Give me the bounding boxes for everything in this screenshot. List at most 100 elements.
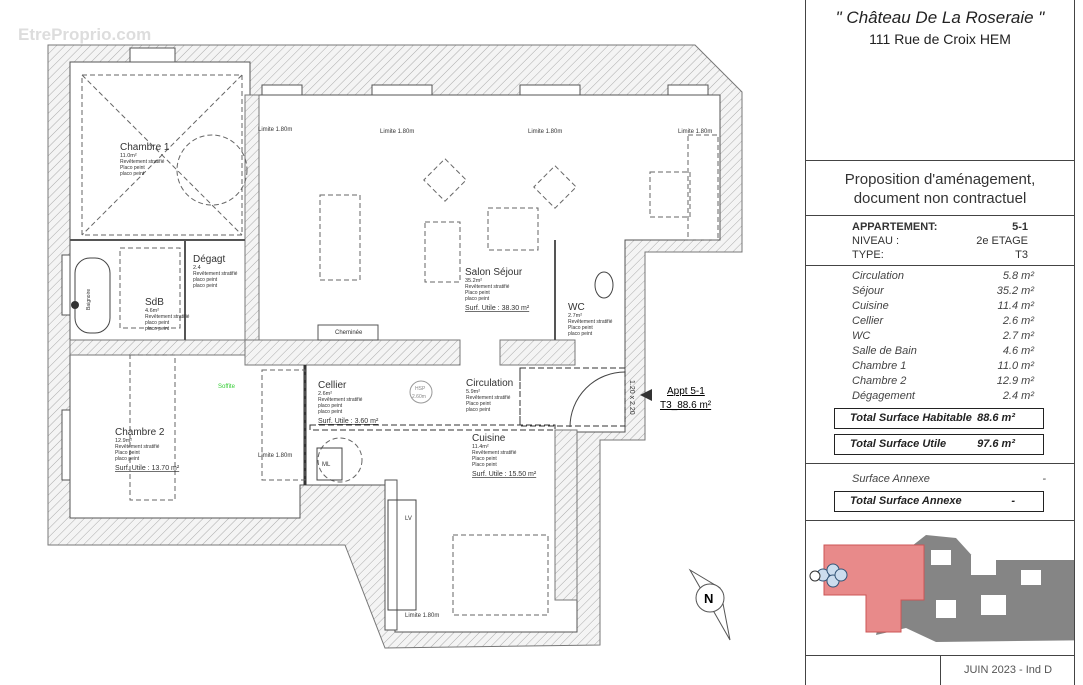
room-utile: Surf. Utile : 38.30 m²	[465, 305, 530, 312]
hsp-label: HSP	[415, 386, 426, 392]
room-utile: Surf. Utile : 13.70 m²	[115, 465, 180, 472]
limit-label: Limite 1.80m	[380, 129, 414, 135]
room-ceiling: placo peint	[115, 456, 140, 462]
building-title: " Château De La Roseraie "	[835, 8, 1045, 27]
room-floor: Revêtement stratifié	[193, 271, 238, 277]
room-ceiling: placo peint	[120, 171, 145, 177]
room-area: 4.6m²	[145, 308, 159, 314]
room-area: 11.4 m²	[997, 300, 1034, 312]
north-label: N	[704, 591, 713, 606]
room-row: WC 2.7 m²	[852, 330, 1034, 342]
revision-date: JUIN 2023 - Ind D	[940, 655, 1075, 685]
room-ceiling: placo peint	[465, 296, 490, 302]
room-name: Cuisine	[852, 300, 889, 312]
soffite-label: Soffite	[218, 384, 236, 390]
room-floor: Revêtement stratifié	[465, 284, 510, 290]
room-floor: Revêtement stratifié	[472, 450, 517, 456]
wall	[499, 339, 576, 366]
room-area: 5.9m²	[466, 389, 480, 395]
type-value: T3	[1015, 249, 1028, 261]
room-ceiling: placo peint	[466, 407, 491, 413]
room-floor: Revêtement stratifié	[120, 159, 165, 165]
room-row: Cuisine 11.4 m²	[852, 300, 1034, 312]
room-row: Séjour 35.2 m²	[852, 285, 1034, 297]
entry-arrow-icon	[640, 389, 652, 401]
limit-label: Limite 1.80m	[678, 129, 712, 135]
limit-label: Limite 1.80m	[258, 127, 292, 133]
room-name: Chambre 2	[852, 375, 907, 387]
room-wall: Placo peint	[115, 450, 140, 456]
room-name: Cuisine	[472, 433, 506, 444]
hsp-value: 2.60m	[412, 394, 426, 400]
room-floor: Revêtement stratifié	[568, 319, 613, 325]
entry-label: Appt 5-1	[667, 386, 705, 397]
room-name: Dégagement	[852, 390, 915, 402]
appartement-label: APPARTEMENT:	[852, 221, 938, 233]
room-floor: Revêtement stratifié	[115, 444, 160, 450]
room-name: Séjour	[852, 285, 884, 297]
cheminee-label: Cheminée	[335, 330, 363, 336]
location-minimap	[806, 520, 1083, 656]
room-area: 2.7m²	[568, 313, 582, 319]
room-wall: Placo peint	[120, 165, 145, 171]
room-wall: placo peint	[145, 320, 170, 326]
room-name: WC	[852, 330, 871, 342]
room-area: 4.6 m²	[1002, 345, 1034, 357]
appartement-value: 5-1	[1012, 221, 1028, 233]
room-ceiling: placo peint	[145, 326, 170, 332]
room-area: 35.2 m²	[996, 285, 1034, 297]
room-area: 2.7 m²	[1002, 330, 1034, 342]
wall	[244, 339, 461, 366]
total-habitable-label: Total Surface Habitable	[850, 412, 972, 424]
apartment-highlight	[823, 544, 925, 633]
room-floor: Revêtement stratifié	[466, 395, 511, 401]
north-arrow-icon: N	[688, 568, 731, 641]
limit-label: Limite 1.80m	[405, 613, 439, 619]
room-wall: Placo peint	[472, 456, 497, 462]
annexe-label: Surface Annexe	[852, 473, 930, 485]
wall	[554, 429, 578, 601]
room-utile: Surf. Utile : 15.50 m²	[472, 471, 537, 478]
room-row: Salle de Bain 4.6 m²	[852, 345, 1034, 357]
room-area: 11.0 m²	[997, 360, 1034, 372]
niveau-label: NIVEAU :	[852, 235, 900, 247]
proposition-line1: Proposition d'aménagement,	[844, 171, 1036, 188]
limit-label: Limite 1.80m	[528, 129, 562, 135]
total-utile-label: Total Surface Utile	[850, 438, 947, 450]
room-name: Cellier	[318, 380, 347, 391]
bathtub-label: Baignoire	[86, 289, 92, 310]
room-area: 5.8 m²	[1002, 270, 1034, 282]
room-name: Circulation	[852, 270, 904, 282]
ml-label: ML	[322, 462, 331, 468]
room-area: 11.4m²	[472, 444, 489, 450]
room-wall: Placo peint	[466, 401, 491, 407]
limit-label: Limite 1.80m	[258, 453, 292, 459]
room-floor: Revêtement stratifié	[318, 397, 363, 403]
room-wall: placo peint	[318, 403, 343, 409]
room-wall: placo peint	[193, 277, 218, 283]
entry-type: T3_88.6 m²	[660, 400, 712, 411]
room-area: 12.9 m²	[996, 375, 1034, 387]
room-ceiling: placo peint	[318, 409, 343, 415]
total-annexe-label: Total Surface Annexe	[850, 495, 962, 507]
proposition-line2: document non contractuel	[853, 190, 1027, 207]
room-name: Dégagt	[193, 254, 225, 265]
room-row: Chambre 2 12.9 m²	[852, 375, 1034, 387]
total-utile-value: 97.6 m²	[977, 438, 1015, 450]
room-name: Salle de Bain	[852, 345, 917, 357]
room-name: Circulation	[466, 378, 513, 389]
wall	[69, 339, 246, 356]
room-name: Cellier	[852, 315, 884, 327]
room-wall: Placo peint	[465, 290, 490, 296]
door-size-label: 1.20 x 2.20	[628, 380, 635, 415]
room-floor: Revêtement stratifié	[145, 314, 190, 320]
room-name: Chambre 1	[120, 142, 170, 153]
lv-label: LV	[405, 516, 412, 522]
type-label: TYPE:	[852, 249, 884, 261]
room-area: 35.2m²	[465, 278, 482, 284]
room-ceiling: Placo peint	[472, 462, 497, 468]
room-area: 2.6m²	[318, 391, 332, 397]
